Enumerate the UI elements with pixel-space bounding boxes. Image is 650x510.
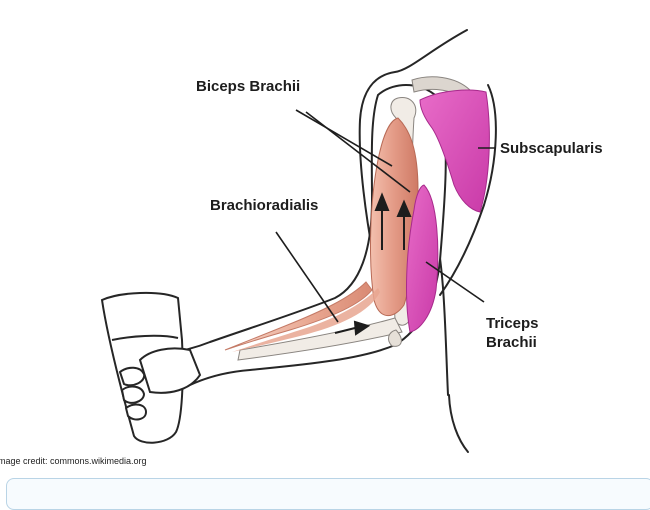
label-triceps-line1: Triceps xyxy=(486,315,539,332)
label-triceps-line2: Brachii xyxy=(486,334,537,351)
label-biceps-brachii: Biceps Brachii xyxy=(196,78,300,95)
label-brachioradialis: Brachioradialis xyxy=(210,197,318,214)
label-leader-lines xyxy=(275,109,496,323)
triceps-muscle xyxy=(406,184,439,333)
bottom-panel xyxy=(6,478,650,510)
subscapularis-muscle xyxy=(419,89,490,213)
brachioradialis-muscle xyxy=(224,281,373,351)
contraction-arrows xyxy=(334,192,412,336)
arm-muscle-diagram: Biceps Brachii Subscapularis Brachioradi… xyxy=(100,29,603,453)
label-subscapularis: Subscapularis xyxy=(500,140,603,157)
hand xyxy=(118,347,202,421)
biceps-muscle xyxy=(370,117,419,317)
image-credit: mage credit: commons.wikimedia.org xyxy=(0,456,147,466)
